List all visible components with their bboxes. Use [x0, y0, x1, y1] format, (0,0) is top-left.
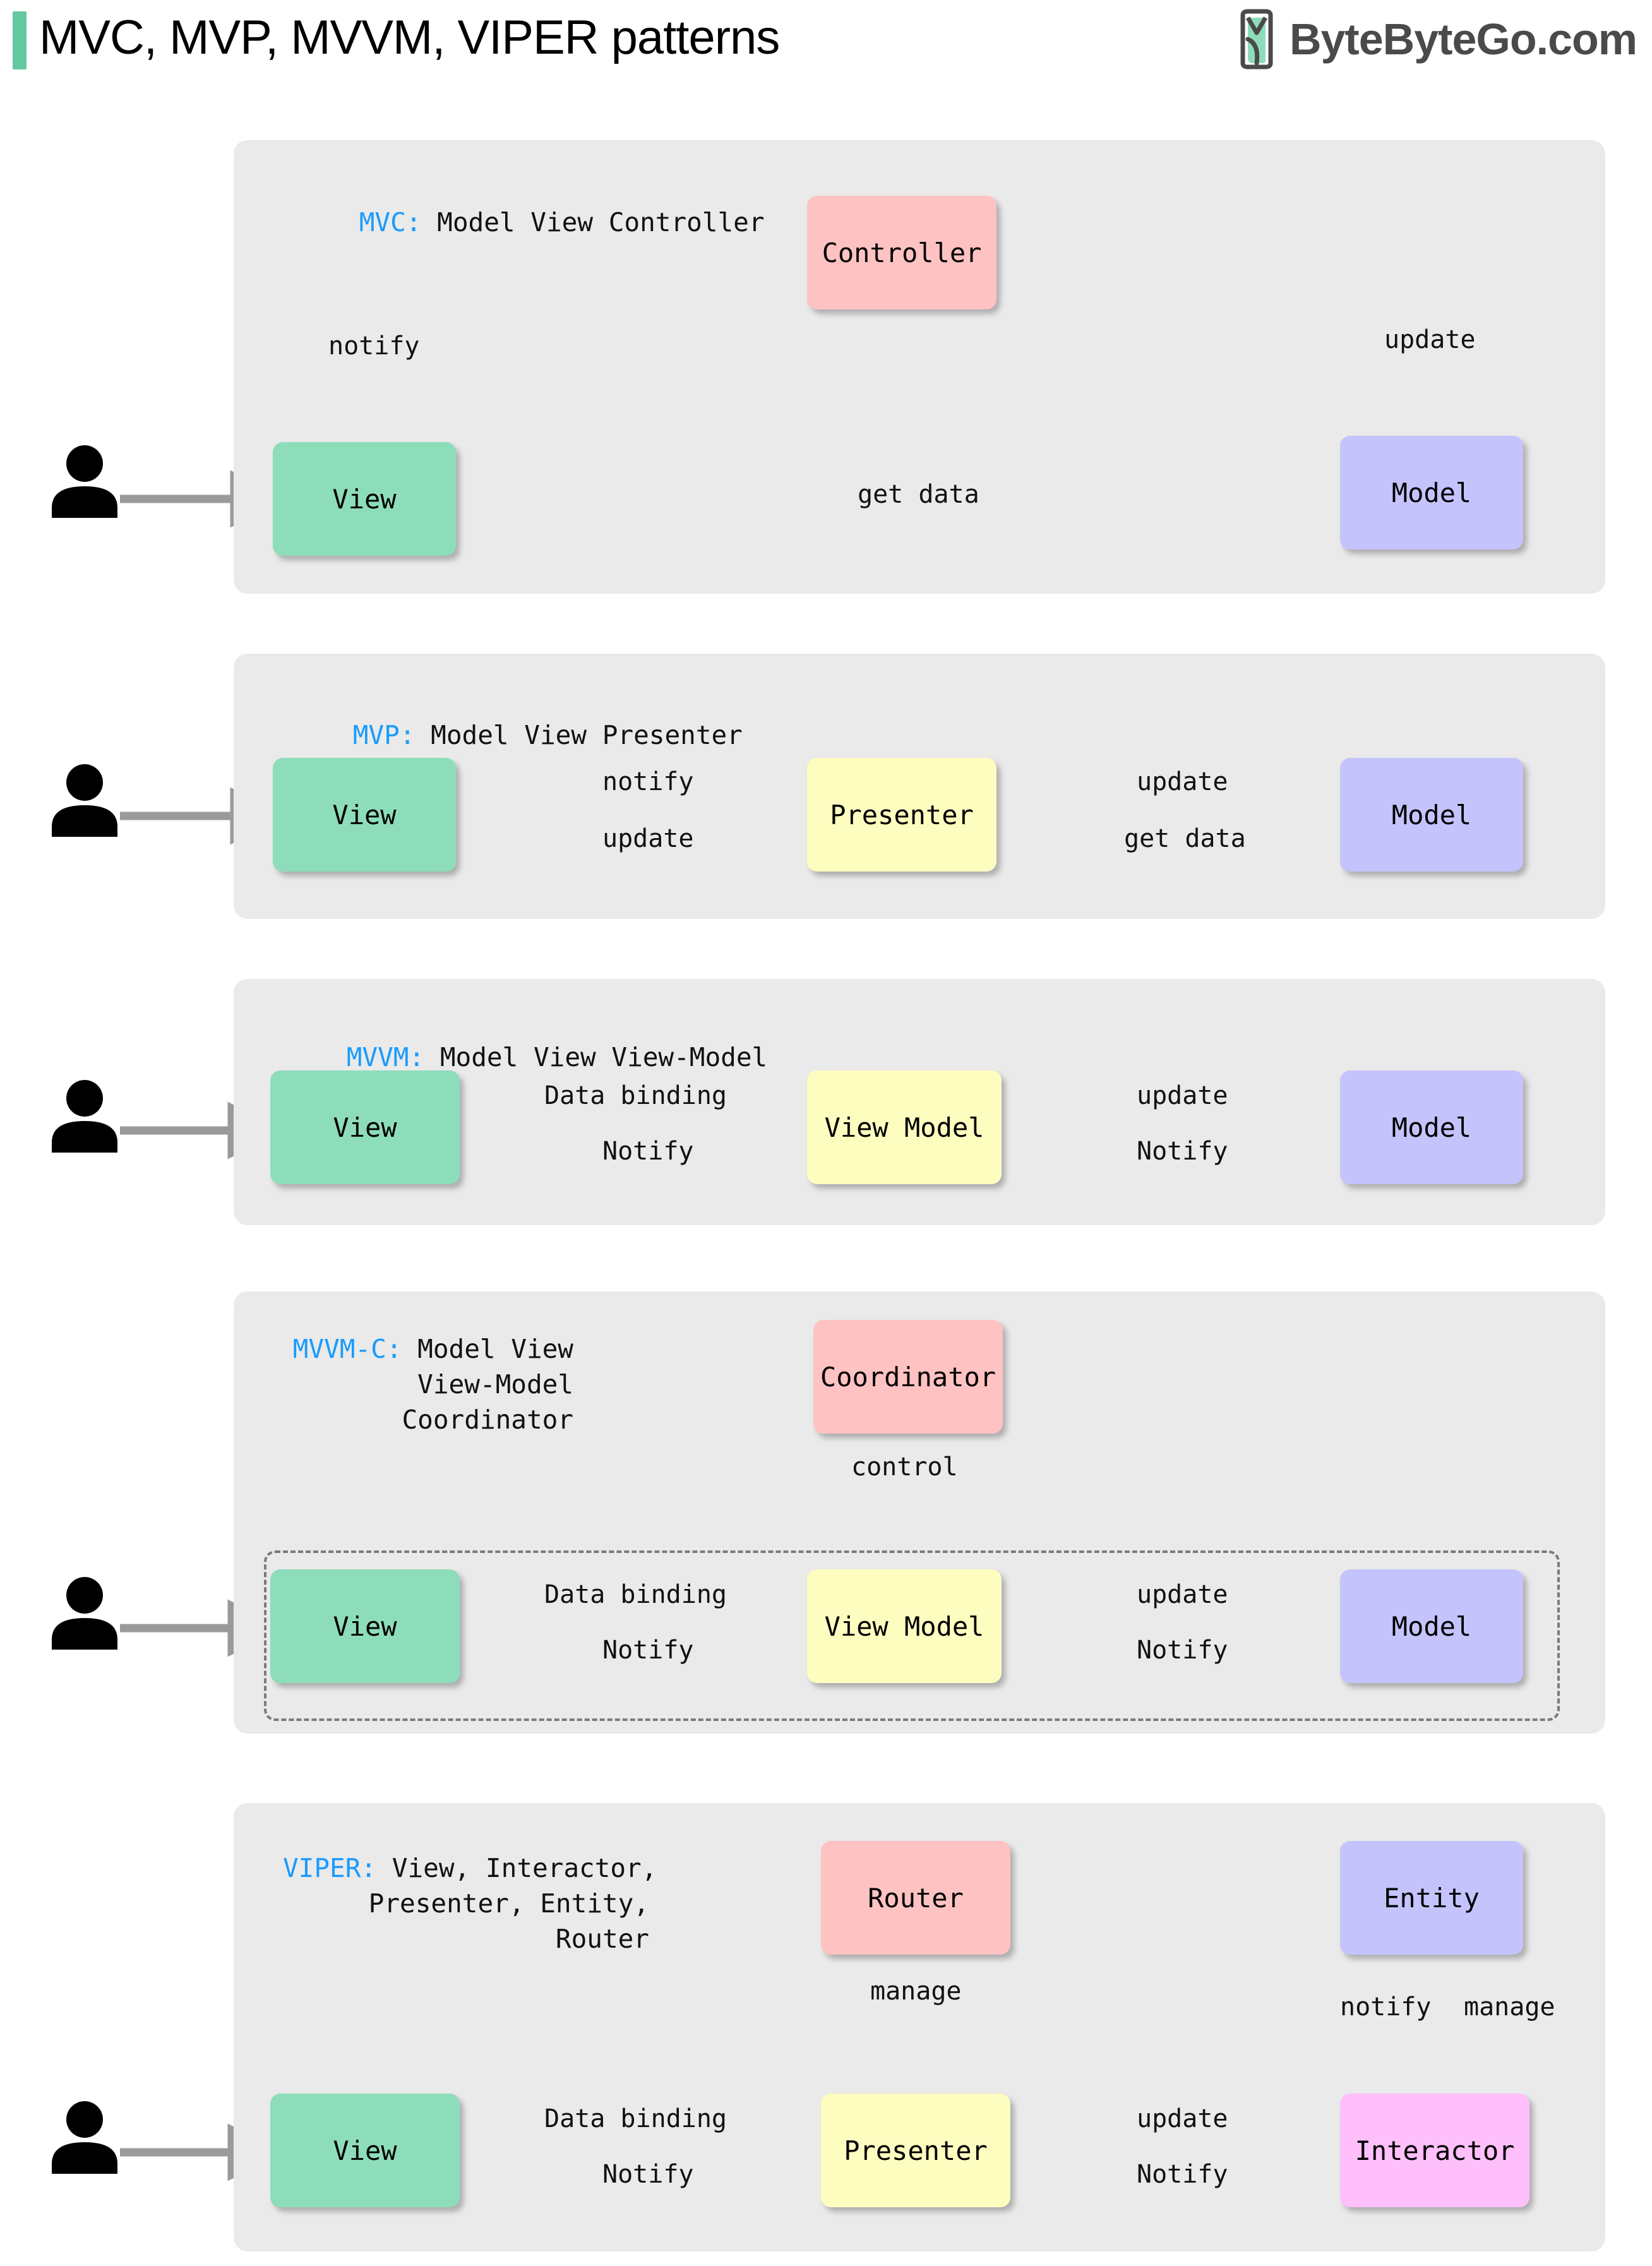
section-expansion-line3-viper: Router — [555, 1924, 649, 1954]
mvvm-group-boundary — [264, 1550, 1560, 1721]
edge-label-notify-mvc: notify — [328, 332, 420, 361]
edge-label-notify-right-viper: Notify — [1128, 2160, 1237, 2189]
page-header: MVC, MVP, MVVM, VIPER patterns ByteByteG… — [0, 0, 1652, 82]
section-key-mvp: MVP: — [352, 720, 416, 750]
node-model-mvvm[interactable]: Model — [1340, 1070, 1523, 1184]
section-key-viper: VIPER: — [283, 1853, 377, 1883]
section-label-mvp: MVP: Model View Presenter — [290, 682, 743, 788]
section-key-mvvmc: MVVM-C: — [292, 1334, 402, 1364]
node-controller-mvc[interactable]: Controller — [807, 196, 997, 309]
section-expansion-viper: View, Interactor, — [376, 1853, 657, 1883]
brand-text: ByteByteGo.com — [1289, 15, 1637, 64]
edge-label-databinding-mvvm: Data binding — [536, 1081, 736, 1110]
section-expansion-mvc: Model View Controller — [421, 207, 765, 237]
section-label-mvc: MVC: Model View Controller — [297, 169, 765, 275]
user-icon-mvvm — [52, 1080, 117, 1153]
section-label-mvvmc: MVVM-C: Model View View-Model Coordinato… — [283, 1331, 573, 1437]
section-expansion-line2-viper: Presenter, Entity, — [368, 1888, 649, 1919]
edge-label-notify-right-mvvmc: Notify — [1128, 1636, 1237, 1665]
section-expansion-line2-mvvmc: View-Model — [417, 1369, 573, 1400]
node-view-mvvmc[interactable]: View — [270, 1569, 460, 1683]
section-expansion-mvvmc: Model View — [402, 1334, 573, 1364]
brand: ByteByteGo.com — [1234, 9, 1637, 69]
edge-label-databinding-mvvmc: Data binding — [536, 1580, 736, 1609]
node-view-mvvm[interactable]: View — [270, 1070, 460, 1184]
node-presenter-viper[interactable]: Presenter — [821, 2094, 1010, 2207]
section-label-viper: VIPER: View, Interactor, Presenter, Enti… — [283, 1850, 657, 1957]
user-icon-mvc — [52, 445, 117, 518]
node-viewmodel-mvvm[interactable]: View Model — [807, 1070, 1002, 1184]
bytebytego-logo-icon — [1240, 9, 1273, 69]
page-title: MVC, MVP, MVVM, VIPER patterns — [39, 11, 780, 64]
node-view-viper[interactable]: View — [270, 2094, 460, 2207]
user-icon-mvvmc — [52, 1577, 117, 1650]
edge-label-notify-left-mvvm: Notify — [594, 1137, 703, 1166]
edge-label-notify-right-mvvm: Notify — [1128, 1137, 1237, 1166]
edge-label-databinding-viper: Data binding — [536, 2104, 736, 2133]
section-expansion-mvvm: Model View View-Model — [424, 1042, 768, 1072]
edge-label-update-mvc: update — [1384, 325, 1476, 354]
edge-label-manage-entity-viper: manage — [1464, 1993, 1555, 2022]
user-icon-viper — [52, 2101, 117, 2174]
edge-label-notify-entity-viper: notify — [1340, 1993, 1432, 2022]
node-model-mvvmc[interactable]: Model — [1340, 1569, 1523, 1683]
section-expansion-mvp: Model View Presenter — [415, 720, 743, 750]
edge-label-update-right-mvp: update — [1128, 767, 1237, 796]
edge-label-update-mvvmc: update — [1128, 1580, 1237, 1609]
node-model-mvc[interactable]: Model — [1340, 436, 1523, 549]
section-key-mvc: MVC: — [359, 207, 422, 237]
user-icon-mvp — [52, 764, 117, 837]
node-presenter-mvp[interactable]: Presenter — [807, 758, 997, 872]
edge-label-notify-left-mvvmc: Notify — [594, 1636, 703, 1665]
node-coordinator-mvvmc[interactable]: Coordinator — [813, 1320, 1003, 1434]
edge-label-update-mvvm: update — [1128, 1081, 1237, 1110]
node-interactor-viper[interactable]: Interactor — [1340, 2094, 1529, 2207]
node-router-viper[interactable]: Router — [821, 1841, 1010, 1955]
section-key-mvvm: MVVM: — [346, 1042, 425, 1072]
edge-label-manage-router-viper: manage — [870, 1977, 962, 2006]
title-accent-bar — [13, 11, 27, 69]
edge-label-getdata-mvp: get data — [1115, 824, 1255, 853]
edge-label-update-left-mvp: update — [594, 824, 703, 853]
edge-label-control-mvvmc: control — [851, 1453, 958, 1482]
node-view-mvc[interactable]: View — [273, 442, 456, 556]
edge-label-notify-left-viper: Notify — [594, 2160, 703, 2189]
node-view-mvp[interactable]: View — [273, 758, 456, 872]
edge-label-notify-mvp: notify — [594, 767, 703, 796]
edge-label-getdata-mvc: get data — [846, 480, 991, 509]
section-label-mvvm: MVVM: Model View View-Model — [284, 1004, 767, 1110]
edge-label-update-viper: update — [1128, 2104, 1237, 2133]
section-expansion-line3-mvvmc: Coordinator — [402, 1405, 573, 1435]
node-model-mvp[interactable]: Model — [1340, 758, 1523, 872]
node-viewmodel-mvvmc[interactable]: View Model — [807, 1569, 1002, 1683]
node-entity-viper[interactable]: Entity — [1340, 1841, 1523, 1955]
